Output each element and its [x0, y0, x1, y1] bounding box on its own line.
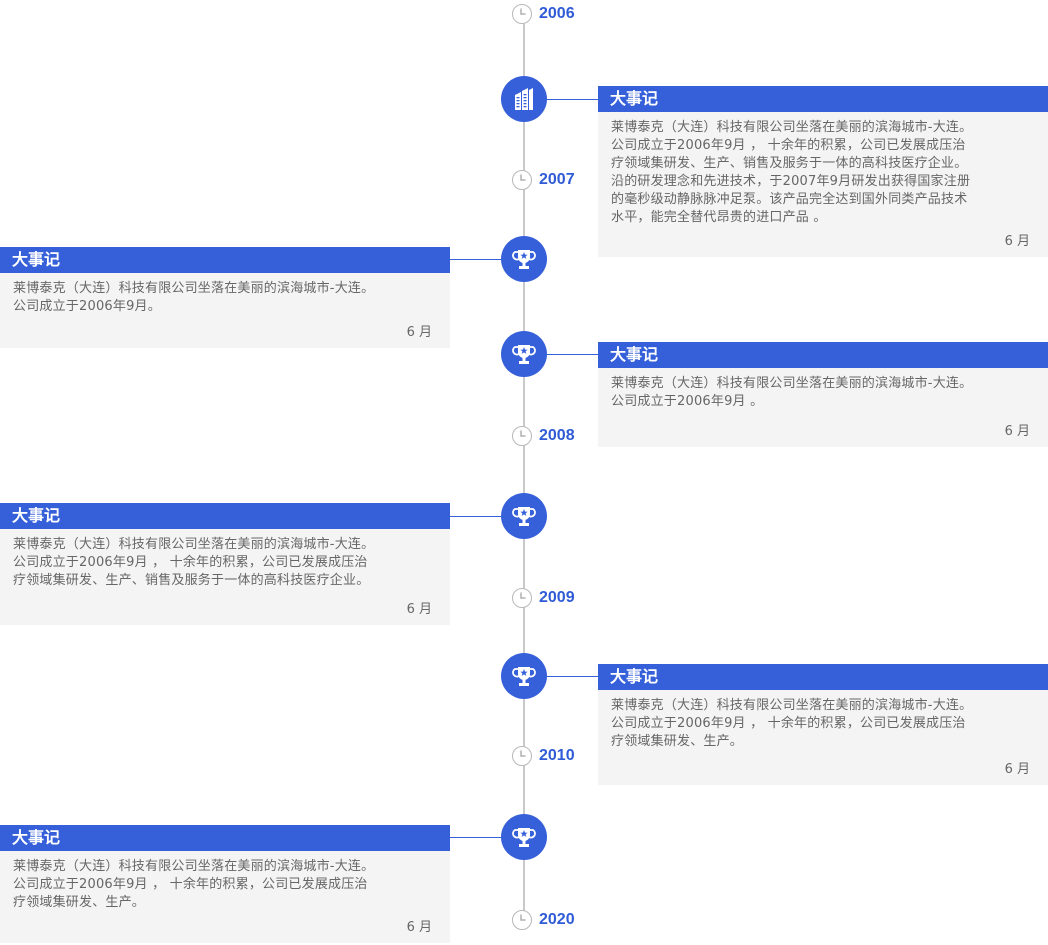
year-label: 2010	[539, 747, 575, 764]
clock-icon	[512, 588, 532, 608]
event-node	[501, 76, 547, 122]
trophy-icon	[512, 828, 536, 847]
timeline-axis	[523, 24, 525, 924]
clock-icon	[512, 170, 532, 190]
clock-icon	[512, 746, 532, 766]
event-card: 大事记 莱博泰克（大连）科技有限公司坐落在美丽的滨海城市-大连。 公司成立于20…	[0, 825, 450, 943]
event-card: 大事记 莱博泰克（大连）科技有限公司坐落在美丽的滨海城市-大连。 公司成立于20…	[0, 247, 450, 348]
building-icon	[515, 88, 533, 110]
clock-icon	[512, 910, 532, 930]
event-card-body: 莱博泰克（大连）科技有限公司坐落在美丽的滨海城市-大连。 公司成立于2006年9…	[611, 376, 973, 409]
event-card-date: 6 月	[1004, 424, 1030, 439]
connector-line	[450, 516, 501, 517]
year-label: 2009	[539, 589, 575, 606]
event-card: 大事记 莱博泰克（大连）科技有限公司坐落在美丽的滨海城市-大连。 公司成立于20…	[598, 342, 1048, 447]
clock-icon	[512, 426, 532, 446]
event-card-body: 莱博泰克（大连）科技有限公司坐落在美丽的滨海城市-大连。 公司成立于2006年9…	[611, 698, 973, 749]
event-card-date: 6 月	[406, 602, 432, 617]
event-card: 大事记 莱博泰克（大连）科技有限公司坐落在美丽的滨海城市-大连。 公司成立于20…	[0, 503, 450, 625]
event-card-title: 大事记	[0, 247, 450, 273]
year-label: 2007	[539, 171, 575, 188]
year-marker-2007: 2007	[512, 168, 575, 192]
event-card-body: 莱博泰克（大连）科技有限公司坐落在美丽的滨海城市-大连。 公司成立于2006年9…	[13, 537, 375, 588]
event-card-date: 6 月	[1004, 762, 1030, 777]
year-marker-2020: 2020	[512, 908, 575, 932]
connector-line	[547, 99, 598, 100]
event-card-title: 大事记	[598, 342, 1048, 368]
year-label: 2020	[539, 911, 575, 928]
connector-line	[547, 676, 598, 677]
year-marker-2006: 2006	[512, 2, 575, 26]
connector-line	[547, 354, 598, 355]
event-card-title: 大事记	[598, 664, 1048, 690]
year-label: 2008	[539, 427, 575, 444]
event-card-body: 莱博泰克（大连）科技有限公司坐落在美丽的滨海城市-大连。 公司成立于2006年9…	[611, 120, 973, 225]
trophy-icon	[512, 667, 536, 686]
event-card-date: 6 月	[406, 920, 432, 935]
year-marker-2010: 2010	[512, 744, 575, 768]
event-card-date: 6 月	[1004, 234, 1030, 249]
trophy-icon	[512, 345, 536, 364]
trophy-icon	[512, 507, 536, 526]
event-card-body: 莱博泰克（大连）科技有限公司坐落在美丽的滨海城市-大连。 公司成立于2006年9…	[13, 281, 375, 314]
event-node	[501, 653, 547, 699]
event-node	[501, 814, 547, 860]
event-card: 大事记 莱博泰克（大连）科技有限公司坐落在美丽的滨海城市-大连。 公司成立于20…	[598, 86, 1048, 257]
clock-icon	[512, 4, 532, 24]
connector-line	[450, 259, 501, 260]
event-node	[501, 493, 547, 539]
year-marker-2009: 2009	[512, 586, 575, 610]
event-card-title: 大事记	[0, 825, 450, 851]
event-node	[501, 331, 547, 377]
event-card-title: 大事记	[0, 503, 450, 529]
event-card: 大事记 莱博泰克（大连）科技有限公司坐落在美丽的滨海城市-大连。 公司成立于20…	[598, 664, 1048, 785]
connector-line	[450, 837, 501, 838]
trophy-icon	[512, 250, 536, 269]
year-label: 2006	[539, 5, 575, 22]
event-card-body: 莱博泰克（大连）科技有限公司坐落在美丽的滨海城市-大连。 公司成立于2006年9…	[13, 859, 375, 910]
year-marker-2008: 2008	[512, 424, 575, 448]
event-card-date: 6 月	[406, 325, 432, 340]
event-card-title: 大事记	[598, 86, 1048, 112]
event-node	[501, 236, 547, 282]
